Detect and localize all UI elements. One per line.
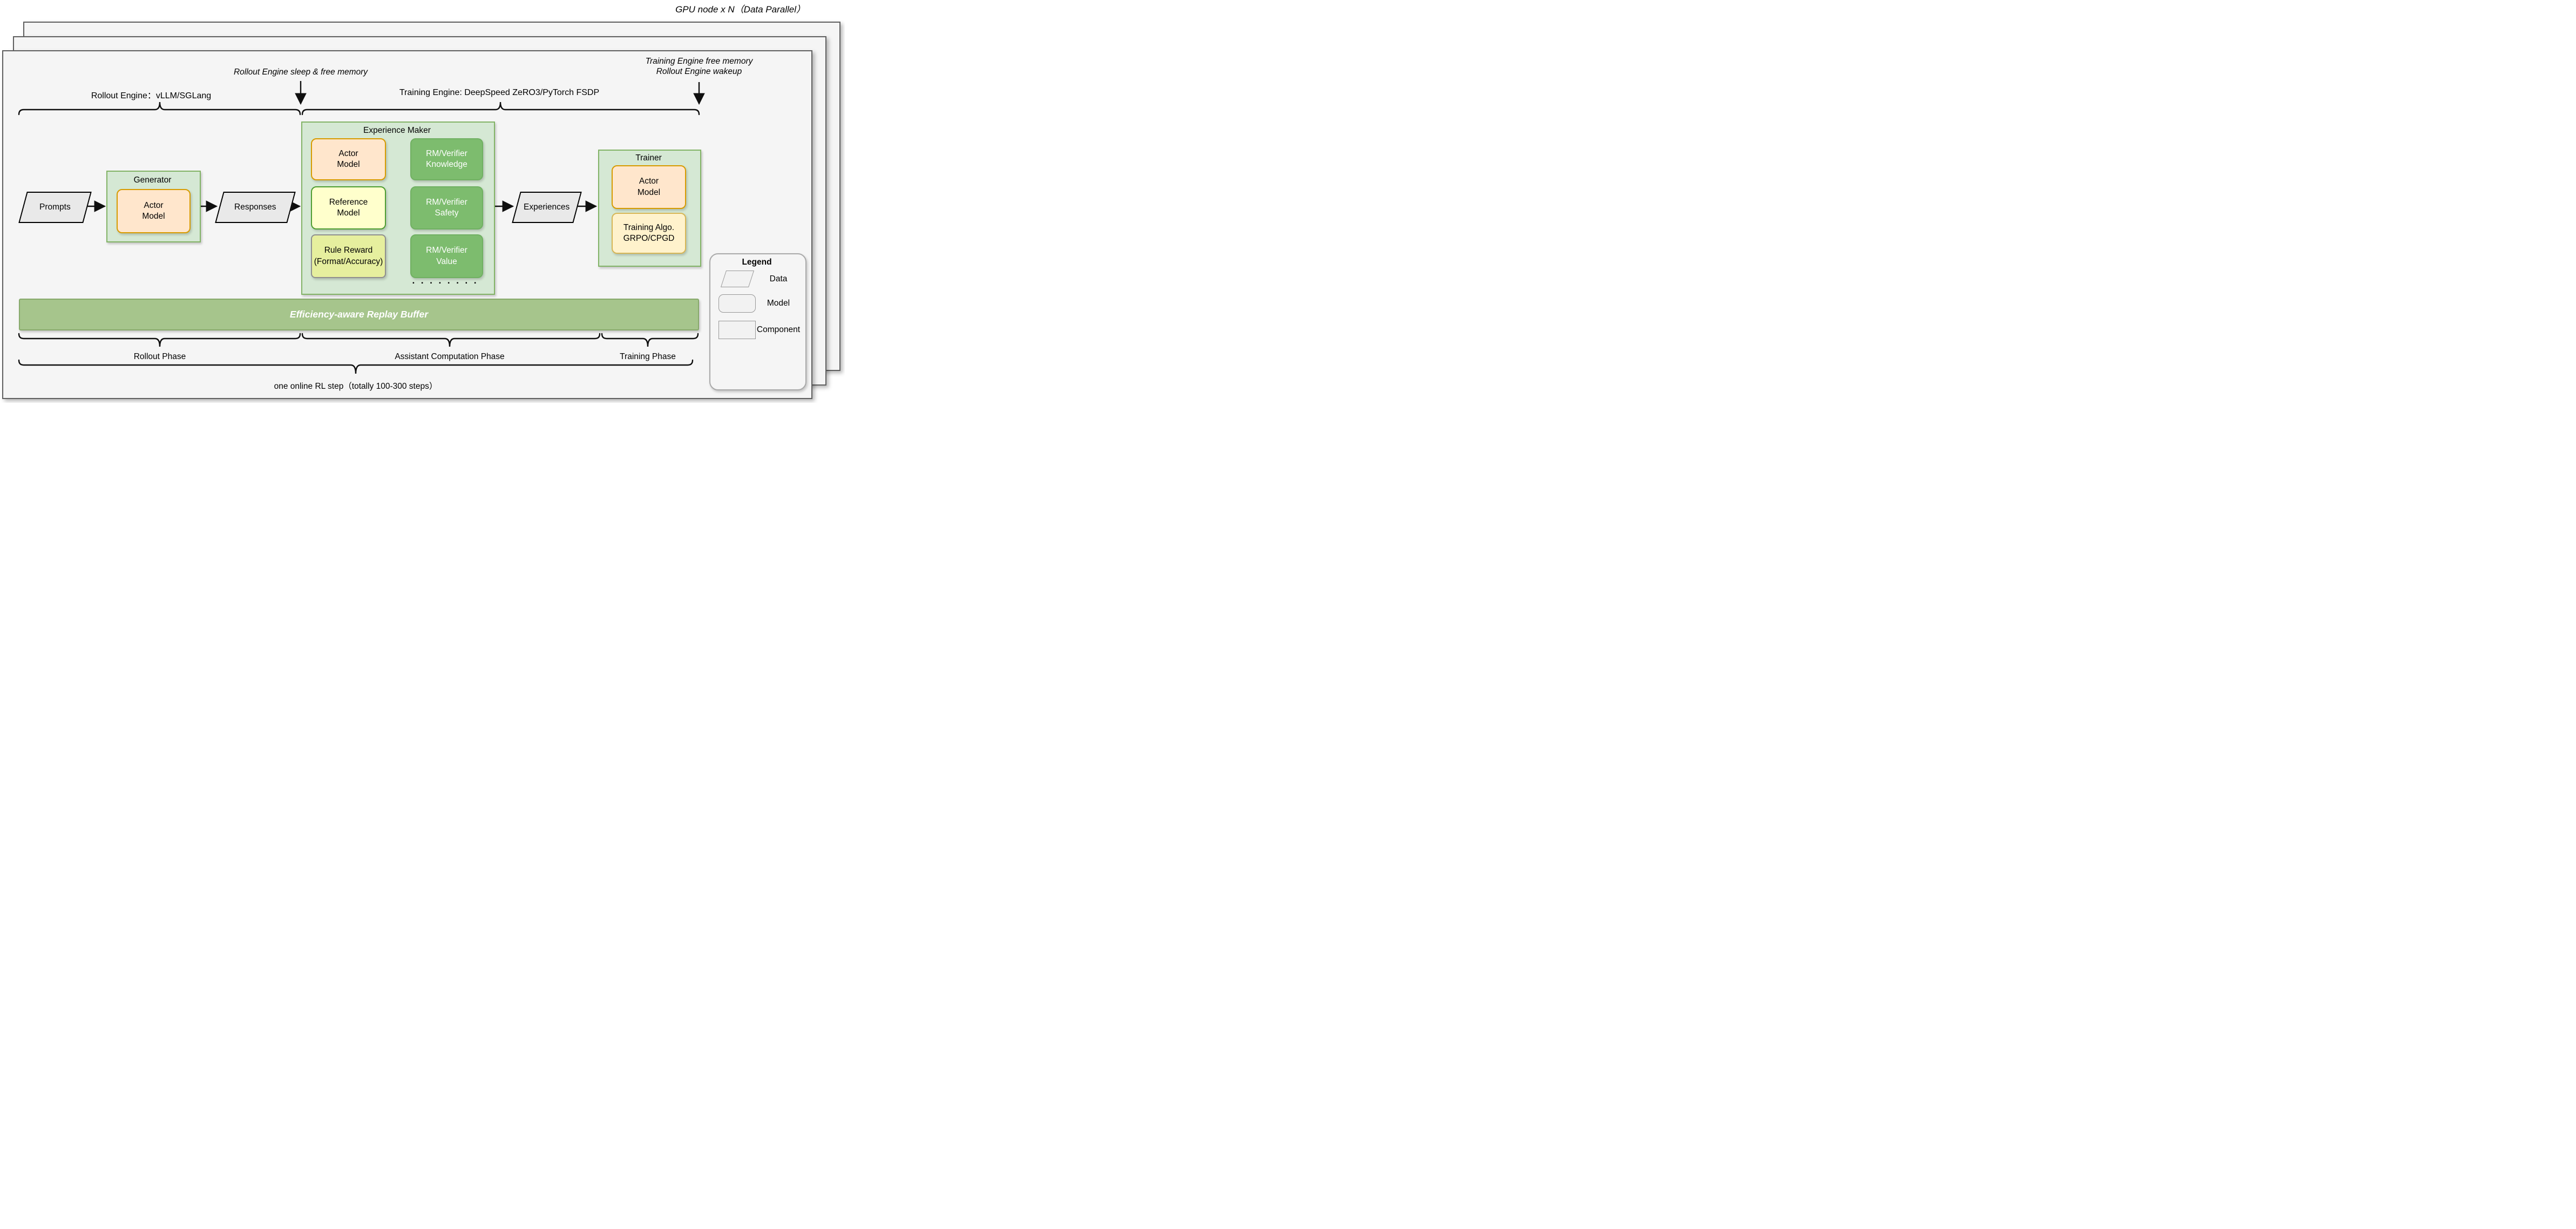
trainer-title: Trainer [635, 153, 662, 163]
training-phase-label: Training Phase [620, 352, 676, 361]
connector-overlay [18, 81, 705, 374]
prompts-parallelogram: Prompts [18, 192, 92, 223]
experiences-parallelogram: Experiences [512, 192, 582, 223]
experience-maker-title: Experience Maker [363, 126, 431, 135]
legend-data-shape [720, 271, 755, 287]
prompts-label: Prompts [39, 202, 71, 212]
training-engine-brace [301, 102, 700, 116]
rollout-engine-label: Rollout Engine：vLLM/SGLang [91, 91, 212, 100]
replay-buffer-label: Efficiency-aware Replay Buffer [289, 309, 429, 320]
legend-model-shape [718, 294, 756, 313]
responses-label: Responses [234, 202, 276, 212]
gpu-node-note: GPU node x N（Data Parallel） [675, 4, 805, 15]
em-rule-reward: Rule Reward (Format/Accuracy) [311, 234, 386, 278]
em-reference-model: Reference Model [311, 186, 386, 229]
legend-component-label: Component [756, 325, 801, 334]
legend-component-shape [718, 321, 756, 339]
diagram-canvas: GPU node x N（Data Parallel） Rollout Engi… [0, 0, 845, 403]
assistant-phase-brace [301, 333, 601, 347]
em-rm-value: RM/Verifier Value [410, 234, 483, 278]
training-phase-brace [601, 333, 699, 347]
rollout-phase-label: Rollout Phase [133, 352, 186, 361]
generator-actor-model: Actor Model [117, 189, 191, 233]
assistant-phase-label: Assistant Computation Phase [395, 352, 505, 361]
training-wake-note: Training Engine free memory Rollout Engi… [645, 57, 753, 77]
legend-model-label: Model [767, 299, 790, 308]
responses-parallelogram: Responses [215, 192, 296, 223]
em-rm-knowledge: RM/Verifier Knowledge [410, 138, 483, 180]
training-engine-label: Training Engine: DeepSpeed ZeRO3/PyTorch… [399, 88, 600, 97]
em-actor-model: Actor Model [311, 138, 386, 180]
generator-title: Generator [133, 175, 172, 185]
rl-step-brace [18, 359, 694, 374]
rollout-phase-brace [18, 333, 301, 347]
legend-title: Legend [742, 258, 772, 267]
trainer-actor-model: Actor Model [612, 165, 686, 209]
em-more-dots: ▪ ▪ ▪ ▪ ▪ ▪ ▪ ▪ [412, 280, 479, 286]
rollout-sleep-note: Rollout Engine sleep & free memory [233, 67, 368, 77]
em-rm-safety: RM/Verifier Safety [410, 186, 483, 229]
trainer-training-algo: Training Algo. GRPO/CPGD [612, 213, 686, 254]
experiences-label: Experiences [524, 202, 570, 212]
replay-buffer-bar: Efficiency-aware Replay Buffer [19, 299, 699, 330]
rollout-engine-brace [18, 102, 301, 116]
legend-data-label: Data [769, 274, 788, 283]
rl-step-note: one online RL step（totally 100-300 steps… [274, 382, 438, 391]
